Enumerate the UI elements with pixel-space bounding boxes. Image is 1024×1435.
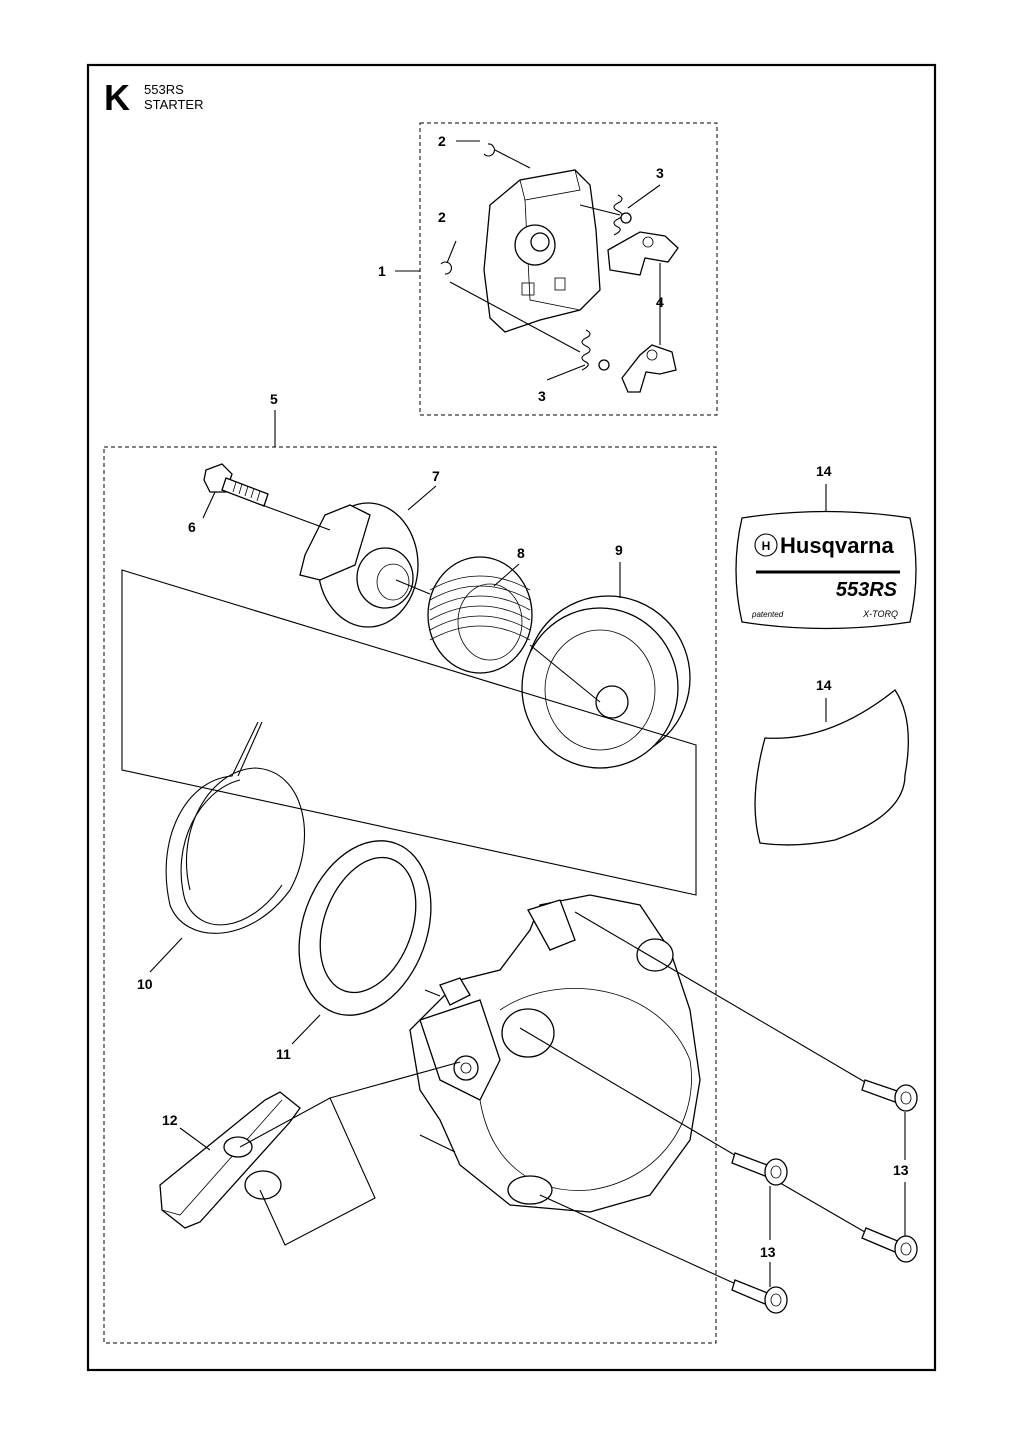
part-14-decal-backing bbox=[754, 689, 909, 846]
part-4-pawl-bottom bbox=[621, 344, 677, 393]
callout-11: 11 bbox=[276, 1046, 291, 1062]
callout-12: 12 bbox=[162, 1112, 178, 1128]
model-name: 553RS bbox=[144, 82, 184, 97]
callout-10: 10 bbox=[137, 976, 153, 992]
callout-14: 14 bbox=[816, 677, 832, 693]
alignment-plane bbox=[121, 569, 697, 896]
callout-2: 2 bbox=[438, 133, 446, 149]
callout-3: 3 bbox=[538, 388, 546, 404]
section-title: STARTER bbox=[144, 97, 204, 112]
part-12-handle bbox=[159, 1091, 301, 1229]
part-7-hub bbox=[299, 502, 419, 628]
callout-6: 6 bbox=[188, 519, 196, 535]
callout-3: 3 bbox=[656, 165, 664, 181]
part-10-starter-rope bbox=[165, 721, 306, 934]
callout-7: 7 bbox=[432, 468, 440, 484]
decal-patented: patented bbox=[751, 610, 784, 619]
part-9-pulley bbox=[521, 595, 691, 769]
callout-4: 4 bbox=[656, 294, 664, 310]
decal-brand: Husqvarna bbox=[780, 533, 894, 558]
part-14-decal: H Husqvarna 553RS patented X-TORQ bbox=[735, 510, 917, 630]
part-11-washer bbox=[298, 840, 432, 1016]
pawl-assembly-box bbox=[419, 122, 718, 416]
callout-1: 1 bbox=[378, 263, 386, 279]
callout-13: 13 bbox=[893, 1162, 909, 1178]
part-13-screw-b bbox=[731, 1152, 788, 1186]
part-13-screw-a bbox=[861, 1079, 918, 1112]
callout-8: 8 bbox=[517, 545, 525, 561]
decal-engine: X-TORQ bbox=[862, 609, 898, 619]
part-2-circlip-top bbox=[483, 143, 495, 157]
part-6-bolt bbox=[203, 463, 269, 507]
callout-2: 2 bbox=[438, 209, 446, 225]
starter-assembly-box bbox=[103, 446, 717, 1344]
handle-plane bbox=[239, 1097, 376, 1246]
part-13-screw-c bbox=[861, 1227, 918, 1263]
decal-model: 553RS bbox=[836, 579, 898, 601]
part-1-carrier bbox=[483, 169, 601, 333]
part-8-coil-spring bbox=[427, 556, 533, 674]
part-3-spring-top bbox=[613, 194, 632, 236]
part-13-screw-d bbox=[731, 1279, 788, 1314]
page-frame bbox=[86, 63, 937, 1372]
callout-5: 5 bbox=[270, 391, 278, 407]
callout-14: 14 bbox=[816, 463, 832, 479]
part-2-circlip-left bbox=[440, 261, 452, 275]
husqvarna-logo-icon: H bbox=[762, 539, 771, 553]
callout-13: 13 bbox=[760, 1244, 776, 1260]
part-3-spring-bottom bbox=[581, 329, 610, 371]
part-4-pawl-top bbox=[607, 231, 679, 276]
section-letter: K bbox=[104, 77, 130, 118]
callout-9: 9 bbox=[615, 542, 623, 558]
starter-housing bbox=[409, 894, 701, 1213]
